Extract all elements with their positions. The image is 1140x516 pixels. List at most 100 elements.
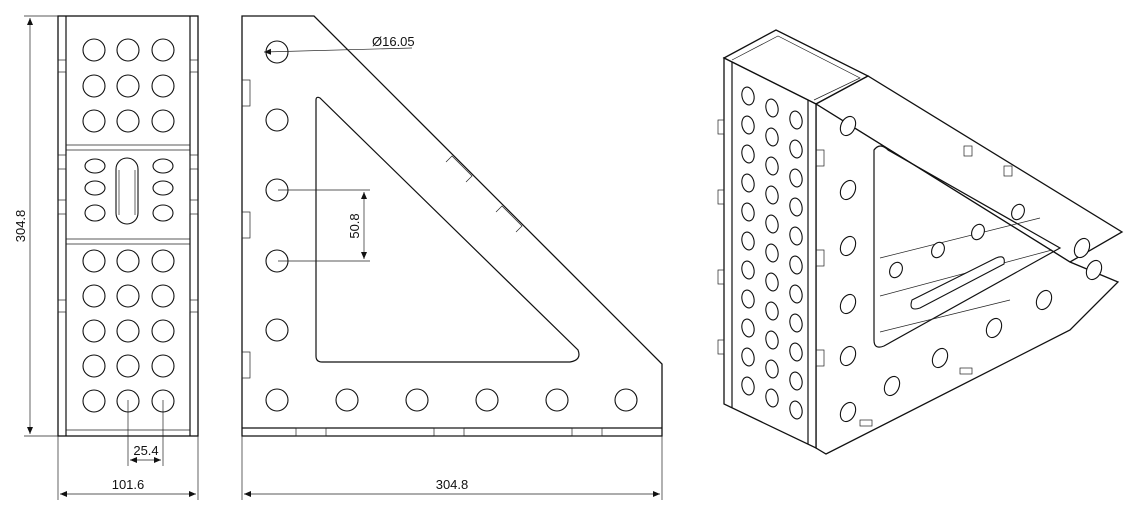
hole bbox=[1085, 259, 1103, 281]
hole bbox=[741, 347, 755, 367]
hole bbox=[741, 318, 755, 338]
isometric-view bbox=[717, 29, 1124, 455]
hole bbox=[765, 272, 779, 292]
hole bbox=[765, 98, 779, 118]
hole bbox=[985, 317, 1003, 339]
hole bbox=[475, 388, 499, 412]
hole bbox=[789, 168, 803, 188]
hole bbox=[765, 243, 779, 263]
hole bbox=[931, 347, 949, 369]
front-hole-pattern bbox=[82, 38, 175, 413]
hole bbox=[789, 226, 803, 246]
hole bbox=[265, 108, 289, 132]
hole bbox=[84, 158, 106, 174]
hole bbox=[839, 235, 857, 257]
hole bbox=[971, 223, 985, 241]
hole bbox=[116, 74, 140, 98]
hole bbox=[152, 204, 174, 222]
hole bbox=[789, 284, 803, 304]
hole bbox=[765, 127, 779, 147]
hole bbox=[765, 185, 779, 205]
hole bbox=[1011, 203, 1025, 221]
hole bbox=[765, 359, 779, 379]
hole bbox=[151, 319, 175, 343]
iso-inner-slot bbox=[910, 256, 1005, 310]
hole bbox=[741, 289, 755, 309]
hole bbox=[116, 319, 140, 343]
dim-front-width: 101.6 bbox=[57, 436, 199, 500]
hole bbox=[151, 284, 175, 308]
dim-text-hole-pitch-horizontal: 25.4 bbox=[133, 443, 158, 458]
dim-hole-pitch-vertical: 50.8 bbox=[278, 189, 370, 262]
hole bbox=[741, 376, 755, 396]
hole bbox=[1073, 237, 1091, 259]
hole bbox=[116, 354, 140, 378]
hole bbox=[265, 318, 289, 342]
hole bbox=[82, 354, 106, 378]
hole bbox=[152, 158, 174, 174]
front-side-notches bbox=[57, 59, 199, 313]
hole bbox=[839, 179, 857, 201]
dim-side-width: 304.8 bbox=[241, 436, 663, 500]
hole bbox=[151, 74, 175, 98]
hole bbox=[789, 255, 803, 275]
hole bbox=[839, 115, 857, 137]
front-view bbox=[57, 15, 199, 437]
hole bbox=[545, 388, 569, 412]
hole bbox=[789, 400, 803, 420]
hole bbox=[765, 388, 779, 408]
hole bbox=[335, 388, 359, 412]
hole bbox=[116, 284, 140, 308]
hole bbox=[82, 389, 106, 413]
hole bbox=[84, 204, 106, 222]
hole bbox=[789, 313, 803, 333]
dim-text-front-width: 101.6 bbox=[112, 477, 145, 492]
dim-text-front-height: 304.8 bbox=[13, 210, 28, 243]
hole bbox=[765, 301, 779, 321]
hole bbox=[883, 375, 901, 397]
hole bbox=[931, 241, 945, 259]
hole bbox=[151, 354, 175, 378]
hole bbox=[765, 330, 779, 350]
dim-front-height: 304.8 bbox=[13, 15, 58, 437]
side-view bbox=[241, 15, 663, 437]
hole bbox=[741, 115, 755, 135]
hole bbox=[405, 388, 429, 412]
hole bbox=[789, 342, 803, 362]
hole bbox=[789, 197, 803, 217]
hole bbox=[151, 109, 175, 133]
hole bbox=[889, 261, 903, 279]
dim-hole-diameter: Ø16.05 bbox=[263, 34, 415, 55]
hole bbox=[116, 249, 140, 273]
hole bbox=[741, 86, 755, 106]
hole bbox=[765, 214, 779, 234]
hole bbox=[741, 144, 755, 164]
dim-text-side-width: 304.8 bbox=[436, 477, 469, 492]
hole bbox=[741, 231, 755, 251]
hole bbox=[789, 110, 803, 130]
hole bbox=[789, 139, 803, 159]
hole bbox=[614, 388, 638, 412]
hole bbox=[82, 319, 106, 343]
hole bbox=[151, 38, 175, 62]
hole bbox=[151, 249, 175, 273]
hole bbox=[789, 371, 803, 391]
front-center-slot bbox=[115, 157, 139, 225]
hole bbox=[741, 173, 755, 193]
dim-text-hole-pitch-vertical: 50.8 bbox=[347, 213, 362, 238]
hole bbox=[82, 249, 106, 273]
hole bbox=[82, 109, 106, 133]
hole bbox=[84, 180, 106, 196]
dim-hole-pitch-horizontal: 25.4 bbox=[127, 400, 164, 466]
hole bbox=[741, 202, 755, 222]
hole bbox=[116, 109, 140, 133]
hole bbox=[741, 260, 755, 280]
hole bbox=[82, 284, 106, 308]
dim-text-hole-diameter: Ø16.05 bbox=[372, 34, 415, 49]
hole bbox=[116, 38, 140, 62]
hole bbox=[839, 401, 857, 423]
hole bbox=[82, 74, 106, 98]
hole bbox=[839, 345, 857, 367]
hole bbox=[839, 293, 857, 315]
